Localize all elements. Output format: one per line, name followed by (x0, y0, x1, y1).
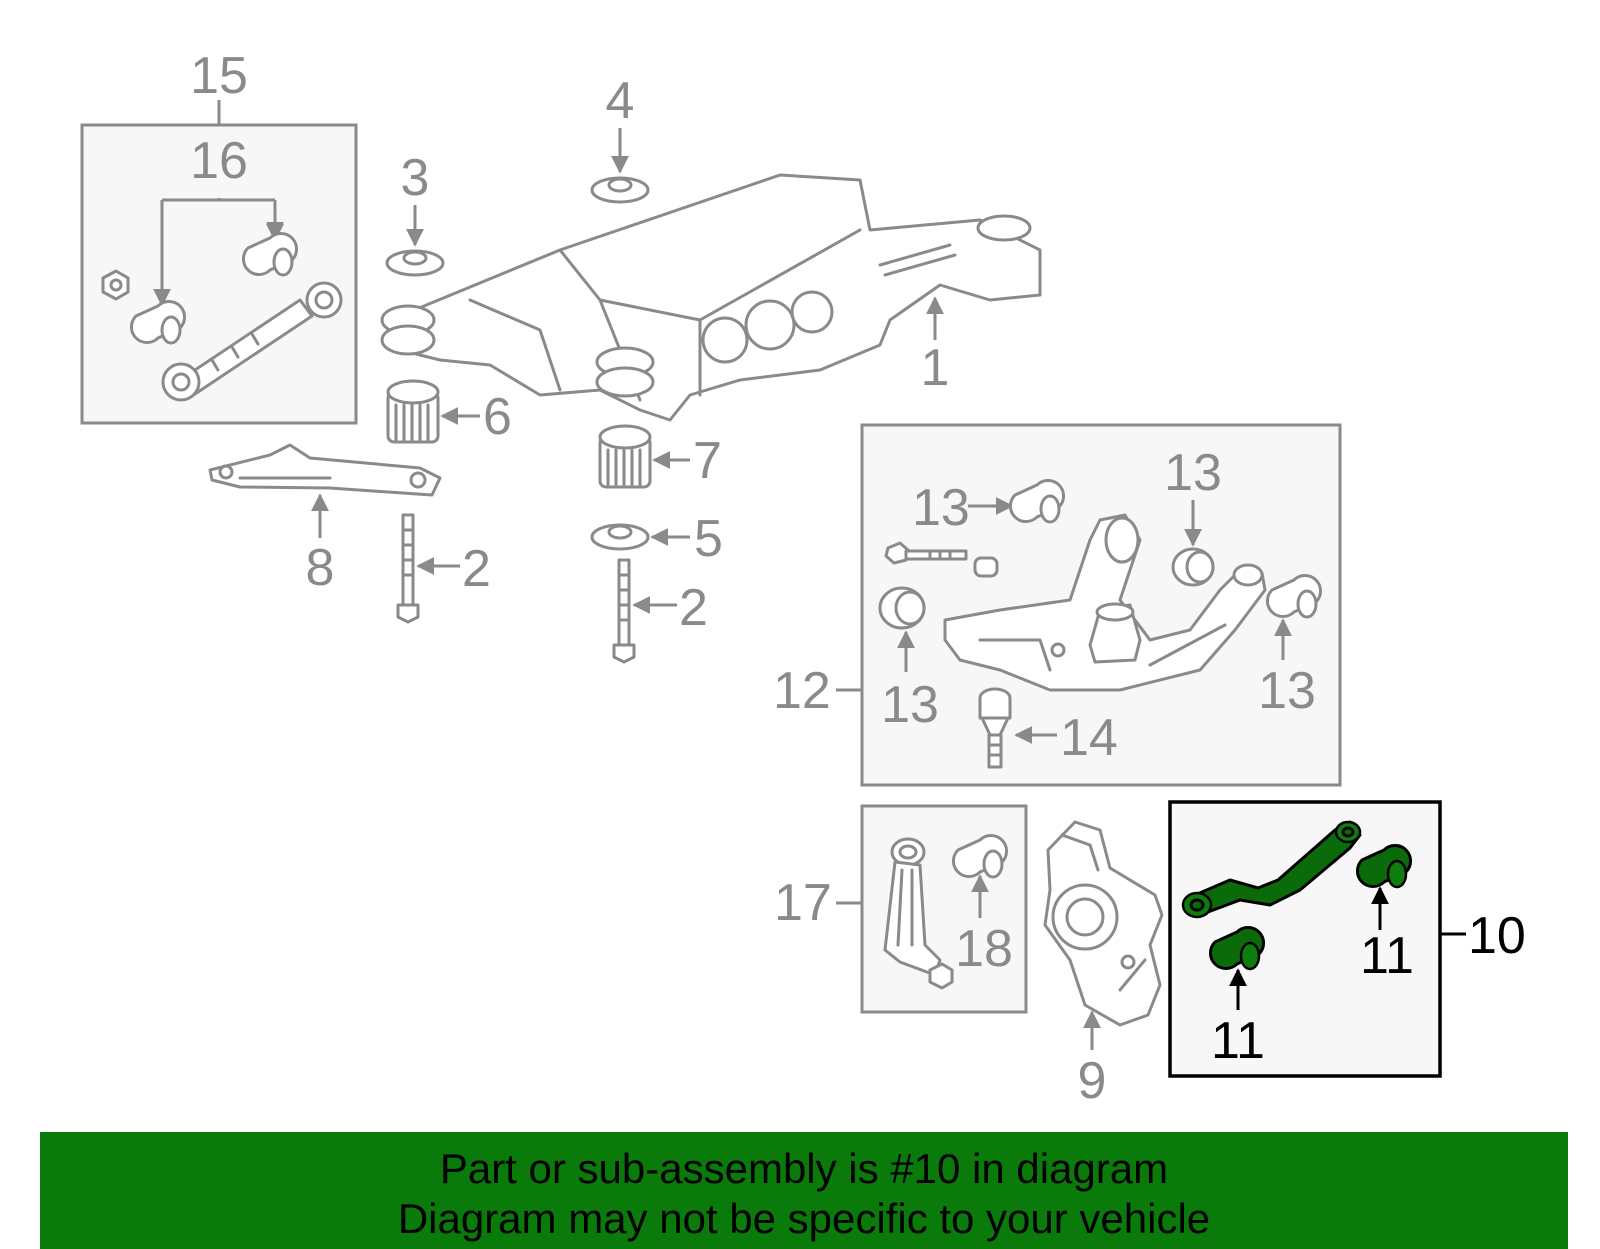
toe-link-rod-icon (161, 281, 343, 402)
info-banner: Part or sub-assembly is #10 in diagram D… (40, 1132, 1568, 1249)
bushing-icon (951, 833, 1009, 879)
bolt-icon (612, 558, 636, 664)
callout-12: 12 (773, 662, 831, 720)
callout-2-right: 2 (679, 579, 708, 637)
callout-14: 14 (1060, 709, 1118, 767)
callout-2-left: 2 (462, 540, 491, 598)
subframe-icon (380, 173, 1042, 422)
callout-18: 18 (955, 920, 1013, 978)
banner-line-2: Diagram may not be specific to your vehi… (397, 1195, 1211, 1242)
callout-11-left: 11 (1211, 1012, 1265, 1070)
bolt-icon (884, 541, 999, 578)
callout-7: 7 (693, 432, 722, 490)
box-12-lower-control-arm: 12 13 13 (773, 423, 1342, 787)
callout-8: 8 (306, 539, 335, 597)
callout-13-bottom-left: 13 (881, 676, 939, 734)
bushing-icon (129, 299, 187, 345)
bushing-icon (878, 586, 926, 630)
callout-3: 3 (401, 149, 430, 207)
washer-icon (590, 523, 650, 551)
callout-5: 5 (694, 510, 723, 568)
washer-icon (590, 176, 650, 204)
subframe-bushing-icon (598, 424, 652, 489)
box-15-toe-link: 15 16 (80, 47, 358, 425)
callout-13-top-left: 13 (912, 479, 970, 537)
callout-10: 10 (1468, 907, 1526, 965)
ball-joint-icon (978, 687, 1012, 769)
callout-11-right: 11 (1360, 927, 1414, 985)
callout-13-top-right: 13 (1164, 444, 1222, 502)
bushing-highlight-icon (1208, 925, 1266, 971)
bushing-highlight-icon (1355, 843, 1413, 889)
callout-13-bottom-right: 13 (1258, 662, 1316, 720)
washer-icon (385, 249, 445, 277)
bushing-icon (241, 231, 299, 277)
callout-16: 16 (190, 132, 248, 190)
bolt-icon (396, 513, 420, 624)
banner-line-1: Part or sub-assembly is #10 in diagram (439, 1145, 1169, 1192)
callout-15: 15 (190, 47, 248, 105)
bushing-icon (1171, 547, 1215, 587)
bushing-icon (1008, 478, 1066, 524)
callout-17: 17 (774, 874, 832, 932)
knuckle-icon (1043, 820, 1164, 1027)
lower-control-arm-icon (943, 513, 1267, 692)
link-arm-icon (883, 837, 954, 990)
callout-4: 4 (606, 72, 635, 130)
bushing-icon (1265, 573, 1323, 619)
subframe-bushing-icon (386, 379, 440, 444)
brace-plate-icon (208, 443, 442, 497)
callout-6: 6 (483, 388, 512, 446)
callout-1: 1 (921, 339, 950, 397)
upper-control-arm-icon (1181, 820, 1362, 919)
box-17-link: 17 18 (774, 804, 1028, 1014)
box-10-upper-control-arm: 10 11 11 (1168, 800, 1526, 1078)
callout-9: 9 (1078, 1052, 1107, 1110)
